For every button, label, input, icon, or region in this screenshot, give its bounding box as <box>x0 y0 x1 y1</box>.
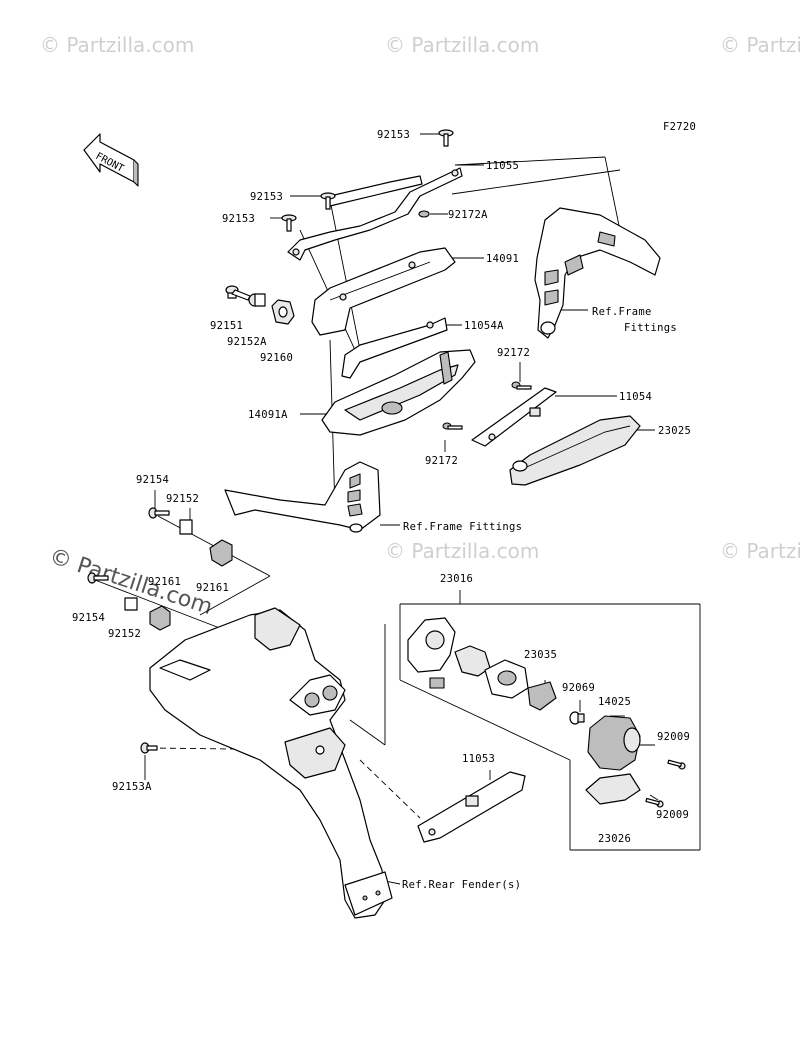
watermark: © Partzilla.com <box>720 33 800 57</box>
part-label: 23035 <box>524 649 557 661</box>
screw-icon <box>320 192 336 210</box>
part-label: 92172A <box>448 209 488 221</box>
part-label: 92152A <box>227 336 267 348</box>
part-label: 14091A <box>248 409 288 421</box>
collar-icon <box>248 293 266 307</box>
bracket-11054A <box>341 317 448 379</box>
ref-label: Ref.Rear Fender(s) <box>402 879 521 891</box>
part-label: 92153A <box>112 781 152 793</box>
part-label: 92161 <box>196 582 229 594</box>
ref-label: Ref.Frame <box>592 306 652 318</box>
cover-14091 <box>311 247 456 336</box>
cover-14025 <box>587 715 641 771</box>
part-label: 11053 <box>462 753 495 765</box>
frame-fitting-left <box>224 461 381 533</box>
part-label: 92161 <box>148 576 181 588</box>
collar-icon <box>124 597 138 611</box>
watermark: © Partzilla.com <box>40 33 194 57</box>
grommet-icon <box>271 299 295 325</box>
figure-code: F2720 <box>663 121 696 133</box>
part-label: 11055 <box>486 160 519 172</box>
part-label: 11054A <box>464 320 504 332</box>
part-label: 92152 <box>108 628 141 640</box>
screw-icon <box>438 129 454 147</box>
screw-icon <box>148 507 170 519</box>
screw-icon <box>87 572 109 584</box>
part-label: 92172 <box>497 347 530 359</box>
watermark: © Partzilla.com <box>385 539 539 563</box>
part-label: 23026 <box>598 833 631 845</box>
part-label: 92172 <box>425 455 458 467</box>
grommet-icon <box>149 605 171 631</box>
screw-icon <box>645 797 664 808</box>
leader-lines <box>94 133 701 885</box>
part-label: 92154 <box>72 612 105 624</box>
bolt-icon <box>225 285 251 301</box>
screw-icon <box>511 381 532 390</box>
ref-label: Fittings <box>624 322 677 334</box>
lens-23026 <box>585 773 641 805</box>
part-label: 92153 <box>377 129 410 141</box>
part-label: 92151 <box>210 320 243 332</box>
grommet-icon <box>209 539 233 567</box>
rear-fender <box>149 607 393 919</box>
part-label: 14025 <box>598 696 631 708</box>
watermark: © Partzilla.com <box>385 33 539 57</box>
screw-icon <box>140 742 158 754</box>
lamp-housing-14091A <box>321 349 476 436</box>
part-label: 92009 <box>656 809 689 821</box>
part-label: 92152 <box>166 493 199 505</box>
license-lamp-23016 <box>407 617 557 711</box>
part-labels: 92153 11055 92153 92153 92172A 14091 921… <box>72 129 691 891</box>
bulb-icon <box>569 711 585 725</box>
plate-11054 <box>471 387 557 447</box>
screw-icon <box>418 210 430 218</box>
part-label: 14091 <box>486 253 519 265</box>
front-arrow-icon: FRONT <box>83 133 139 187</box>
dashed-line <box>359 759 421 819</box>
part-label: 92069 <box>562 682 595 694</box>
part-label: 92153 <box>250 191 283 203</box>
part-label: 23025 <box>658 425 691 437</box>
screw-icon <box>442 422 463 430</box>
part-label: 92154 <box>136 474 169 486</box>
ref-label: Ref.Frame Fittings <box>403 521 522 533</box>
collar-icon <box>179 519 193 535</box>
part-label: 92009 <box>657 731 690 743</box>
part-label: 92160 <box>260 352 293 364</box>
tail-lens-23025 <box>509 415 641 486</box>
watermark: © Partzilla.com <box>720 539 800 563</box>
part-label: 11054 <box>619 391 652 403</box>
frame-fitting-right <box>534 207 661 339</box>
bracket-11053 <box>417 771 526 843</box>
screw-icon <box>281 214 297 232</box>
screw-icon <box>667 759 686 770</box>
part-label: 23016 <box>440 573 473 585</box>
part-label: 92153 <box>222 213 255 225</box>
